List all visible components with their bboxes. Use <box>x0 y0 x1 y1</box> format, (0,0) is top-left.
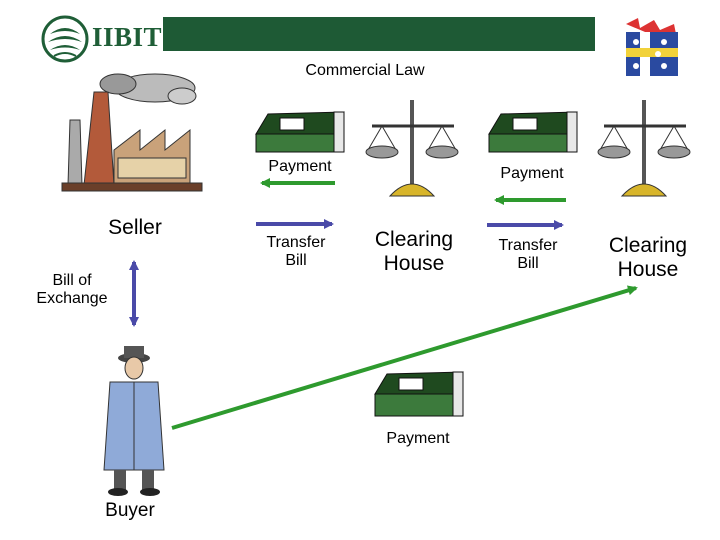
globe-logo-icon <box>41 15 89 63</box>
clearing-house-label-1: Clearing House <box>374 228 454 276</box>
iibit-logo <box>40 14 90 64</box>
header-bar <box>163 17 595 51</box>
scales-icon <box>365 100 459 197</box>
payment-label-top-left: Payment <box>268 158 332 175</box>
factory-icon <box>61 73 203 192</box>
money-stack-icon <box>374 371 464 417</box>
emblem-flag <box>620 14 684 80</box>
clearing-house-label-2: Clearing House <box>608 234 688 282</box>
buyer-figure-icon <box>103 346 165 496</box>
payment-label-top-right: Payment <box>500 165 564 182</box>
buyer-label: Buyer <box>105 500 155 521</box>
buyer-to-clearing-arrow <box>171 285 638 430</box>
seller-label: Seller <box>108 216 162 239</box>
money-stack-icon <box>488 111 578 153</box>
transfer-bill-label-2: Transfer Bill <box>498 237 558 273</box>
bill-of-exchange-label: Bill of Exchange <box>36 272 108 308</box>
transfer-bill-label-1: Transfer Bill <box>266 234 326 270</box>
scales-icon <box>597 100 691 197</box>
logo-text: IIBIT <box>92 22 163 52</box>
money-stack-icon <box>255 111 345 153</box>
payment-label-bottom: Payment <box>386 430 450 447</box>
page-title: Commercial Law <box>305 62 425 79</box>
